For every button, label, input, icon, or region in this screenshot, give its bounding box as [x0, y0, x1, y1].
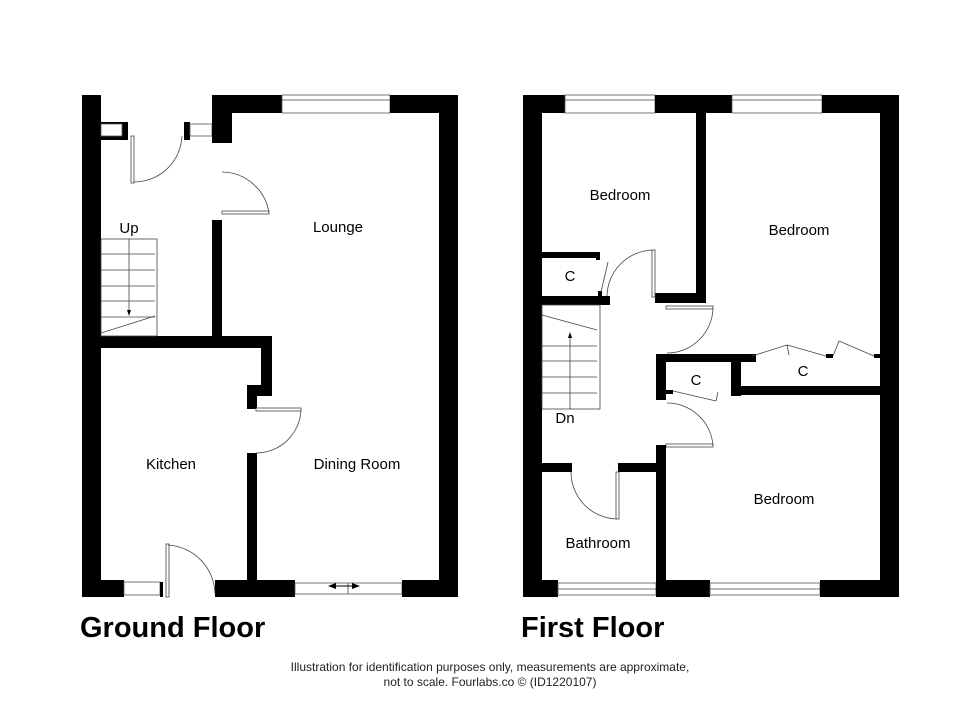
room-label-bedroom-1: Bedroom: [590, 187, 651, 204]
wall: [822, 95, 899, 113]
wall: [523, 95, 542, 597]
first-floor-plan: Dn Bedroom Bedroom Bedroom Bathroom C C …: [523, 94, 899, 597]
door-swing: [133, 135, 183, 183]
wall: [731, 386, 899, 395]
patio-door: [294, 582, 403, 595]
window: [189, 123, 213, 137]
first-floor-title: First Floor: [521, 612, 665, 644]
wall: [212, 220, 222, 348]
disclaimer: Illustration for identification purposes…: [0, 660, 980, 690]
room-label-bedroom-3: Bedroom: [754, 491, 815, 508]
wall: [160, 582, 163, 597]
wall: [656, 354, 666, 400]
door-swing: [167, 544, 216, 595]
stairs-label: Dn: [555, 410, 574, 427]
wall: [826, 354, 833, 358]
wall: [82, 580, 124, 597]
wall: [184, 122, 190, 140]
door-swing: [570, 471, 618, 520]
wall: [696, 113, 706, 303]
window: [281, 94, 391, 114]
door: [221, 210, 270, 215]
wall: [874, 354, 880, 358]
wall: [122, 122, 128, 140]
wall: [542, 252, 600, 258]
window: [731, 94, 823, 114]
door-swing: [666, 402, 714, 447]
wall: [655, 293, 706, 303]
wall: [212, 95, 282, 113]
door-swing: [606, 249, 654, 297]
room-label-cupboard-3: C: [798, 363, 809, 380]
door: [665, 443, 714, 448]
wall: [880, 95, 899, 597]
room-label-bathroom: Bathroom: [565, 535, 630, 552]
window: [123, 581, 161, 596]
wall: [82, 336, 272, 348]
wall: [212, 113, 232, 143]
wall: [523, 580, 558, 597]
wall: [618, 463, 666, 472]
wall: [247, 385, 257, 409]
wall: [596, 252, 600, 260]
disclaimer-line-2: not to scale. Fourlabs.co © (ID1220107): [383, 675, 597, 689]
disclaimer-line-1: Illustration for identification purposes…: [290, 660, 690, 674]
door: [651, 249, 656, 298]
wall: [656, 354, 756, 362]
staircase: [541, 304, 601, 410]
wall: [731, 354, 741, 396]
wall: [542, 463, 572, 472]
wall: [598, 291, 602, 297]
wall: [215, 580, 295, 597]
room-label-bedroom-2: Bedroom: [769, 222, 830, 239]
wall: [666, 390, 673, 394]
wall: [656, 580, 710, 597]
door: [165, 543, 170, 598]
window: [564, 94, 656, 114]
ground-floor-title: Ground Floor: [80, 612, 266, 644]
wall: [439, 95, 458, 597]
room-label-cupboard-1: C: [565, 268, 576, 285]
stairs-label: Up: [119, 220, 138, 237]
door-swing: [666, 307, 714, 354]
wall: [656, 445, 666, 597]
room-label-kitchen: Kitchen: [146, 456, 196, 473]
wall: [247, 453, 257, 597]
room-label-dining-room: Dining Room: [314, 456, 401, 473]
door: [255, 407, 302, 412]
ground-floor-plan: Up Lounge Kitchen Dining Room: [82, 94, 458, 598]
sliding-door-arrows-icon: [328, 583, 360, 589]
window: [100, 123, 123, 137]
room-label-cupboard-2: C: [691, 372, 702, 389]
door-swing: [221, 171, 270, 214]
wall: [247, 385, 272, 396]
door: [665, 305, 714, 310]
door: [615, 471, 620, 520]
door-swing: [255, 409, 302, 454]
wall: [820, 580, 899, 597]
wall: [655, 95, 732, 113]
room-label-lounge: Lounge: [313, 219, 363, 236]
staircase: [100, 238, 158, 337]
wall: [402, 580, 458, 597]
wall: [261, 336, 272, 396]
door: [130, 135, 135, 184]
wall: [542, 296, 610, 305]
